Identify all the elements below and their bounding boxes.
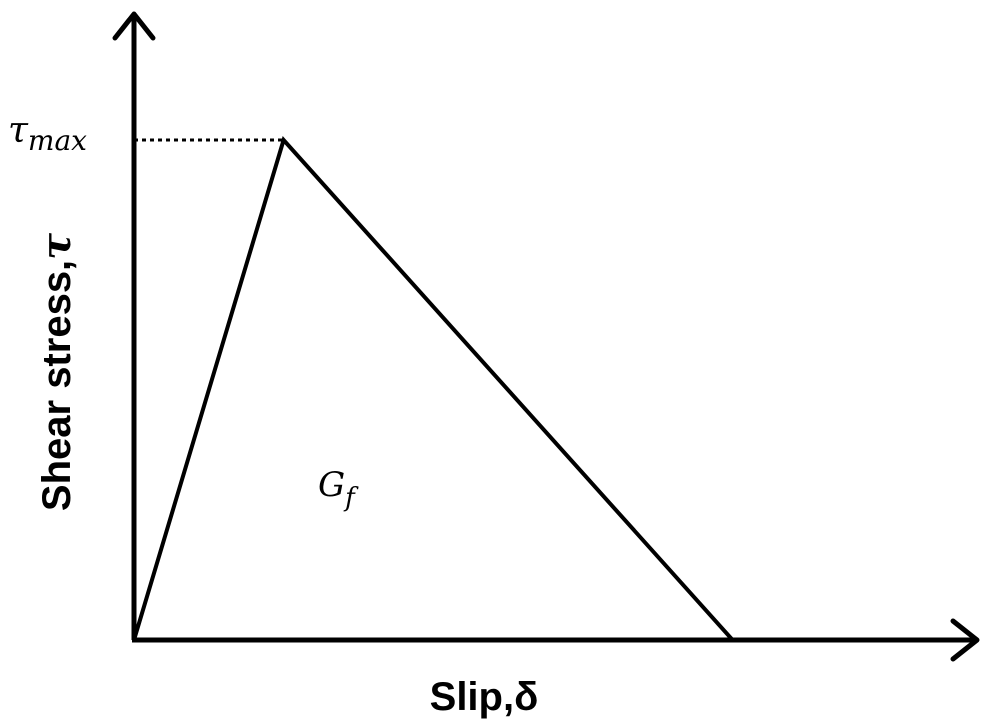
- tau-max-symbol: τ: [8, 110, 29, 151]
- fracture-energy-subscript: f: [343, 483, 359, 513]
- fracture-energy-label: Gf: [318, 465, 359, 513]
- tau-max-subscript: max: [28, 124, 87, 157]
- y-axis-arrowhead: [112, 11, 156, 41]
- bond-slip-curve: [132, 136, 735, 642]
- y-axis-title-text: Shear stress,: [35, 260, 79, 511]
- fracture-energy-symbol: G: [318, 465, 345, 505]
- x-axis-arrowhead: [950, 618, 980, 662]
- y-axis-title: Shear stress,τ: [33, 233, 80, 511]
- x-axis-title: Slip,δ: [430, 675, 539, 719]
- y-tick-label-tau-max: τmax: [8, 110, 87, 157]
- y-axis-title-symbol: τ: [33, 233, 80, 260]
